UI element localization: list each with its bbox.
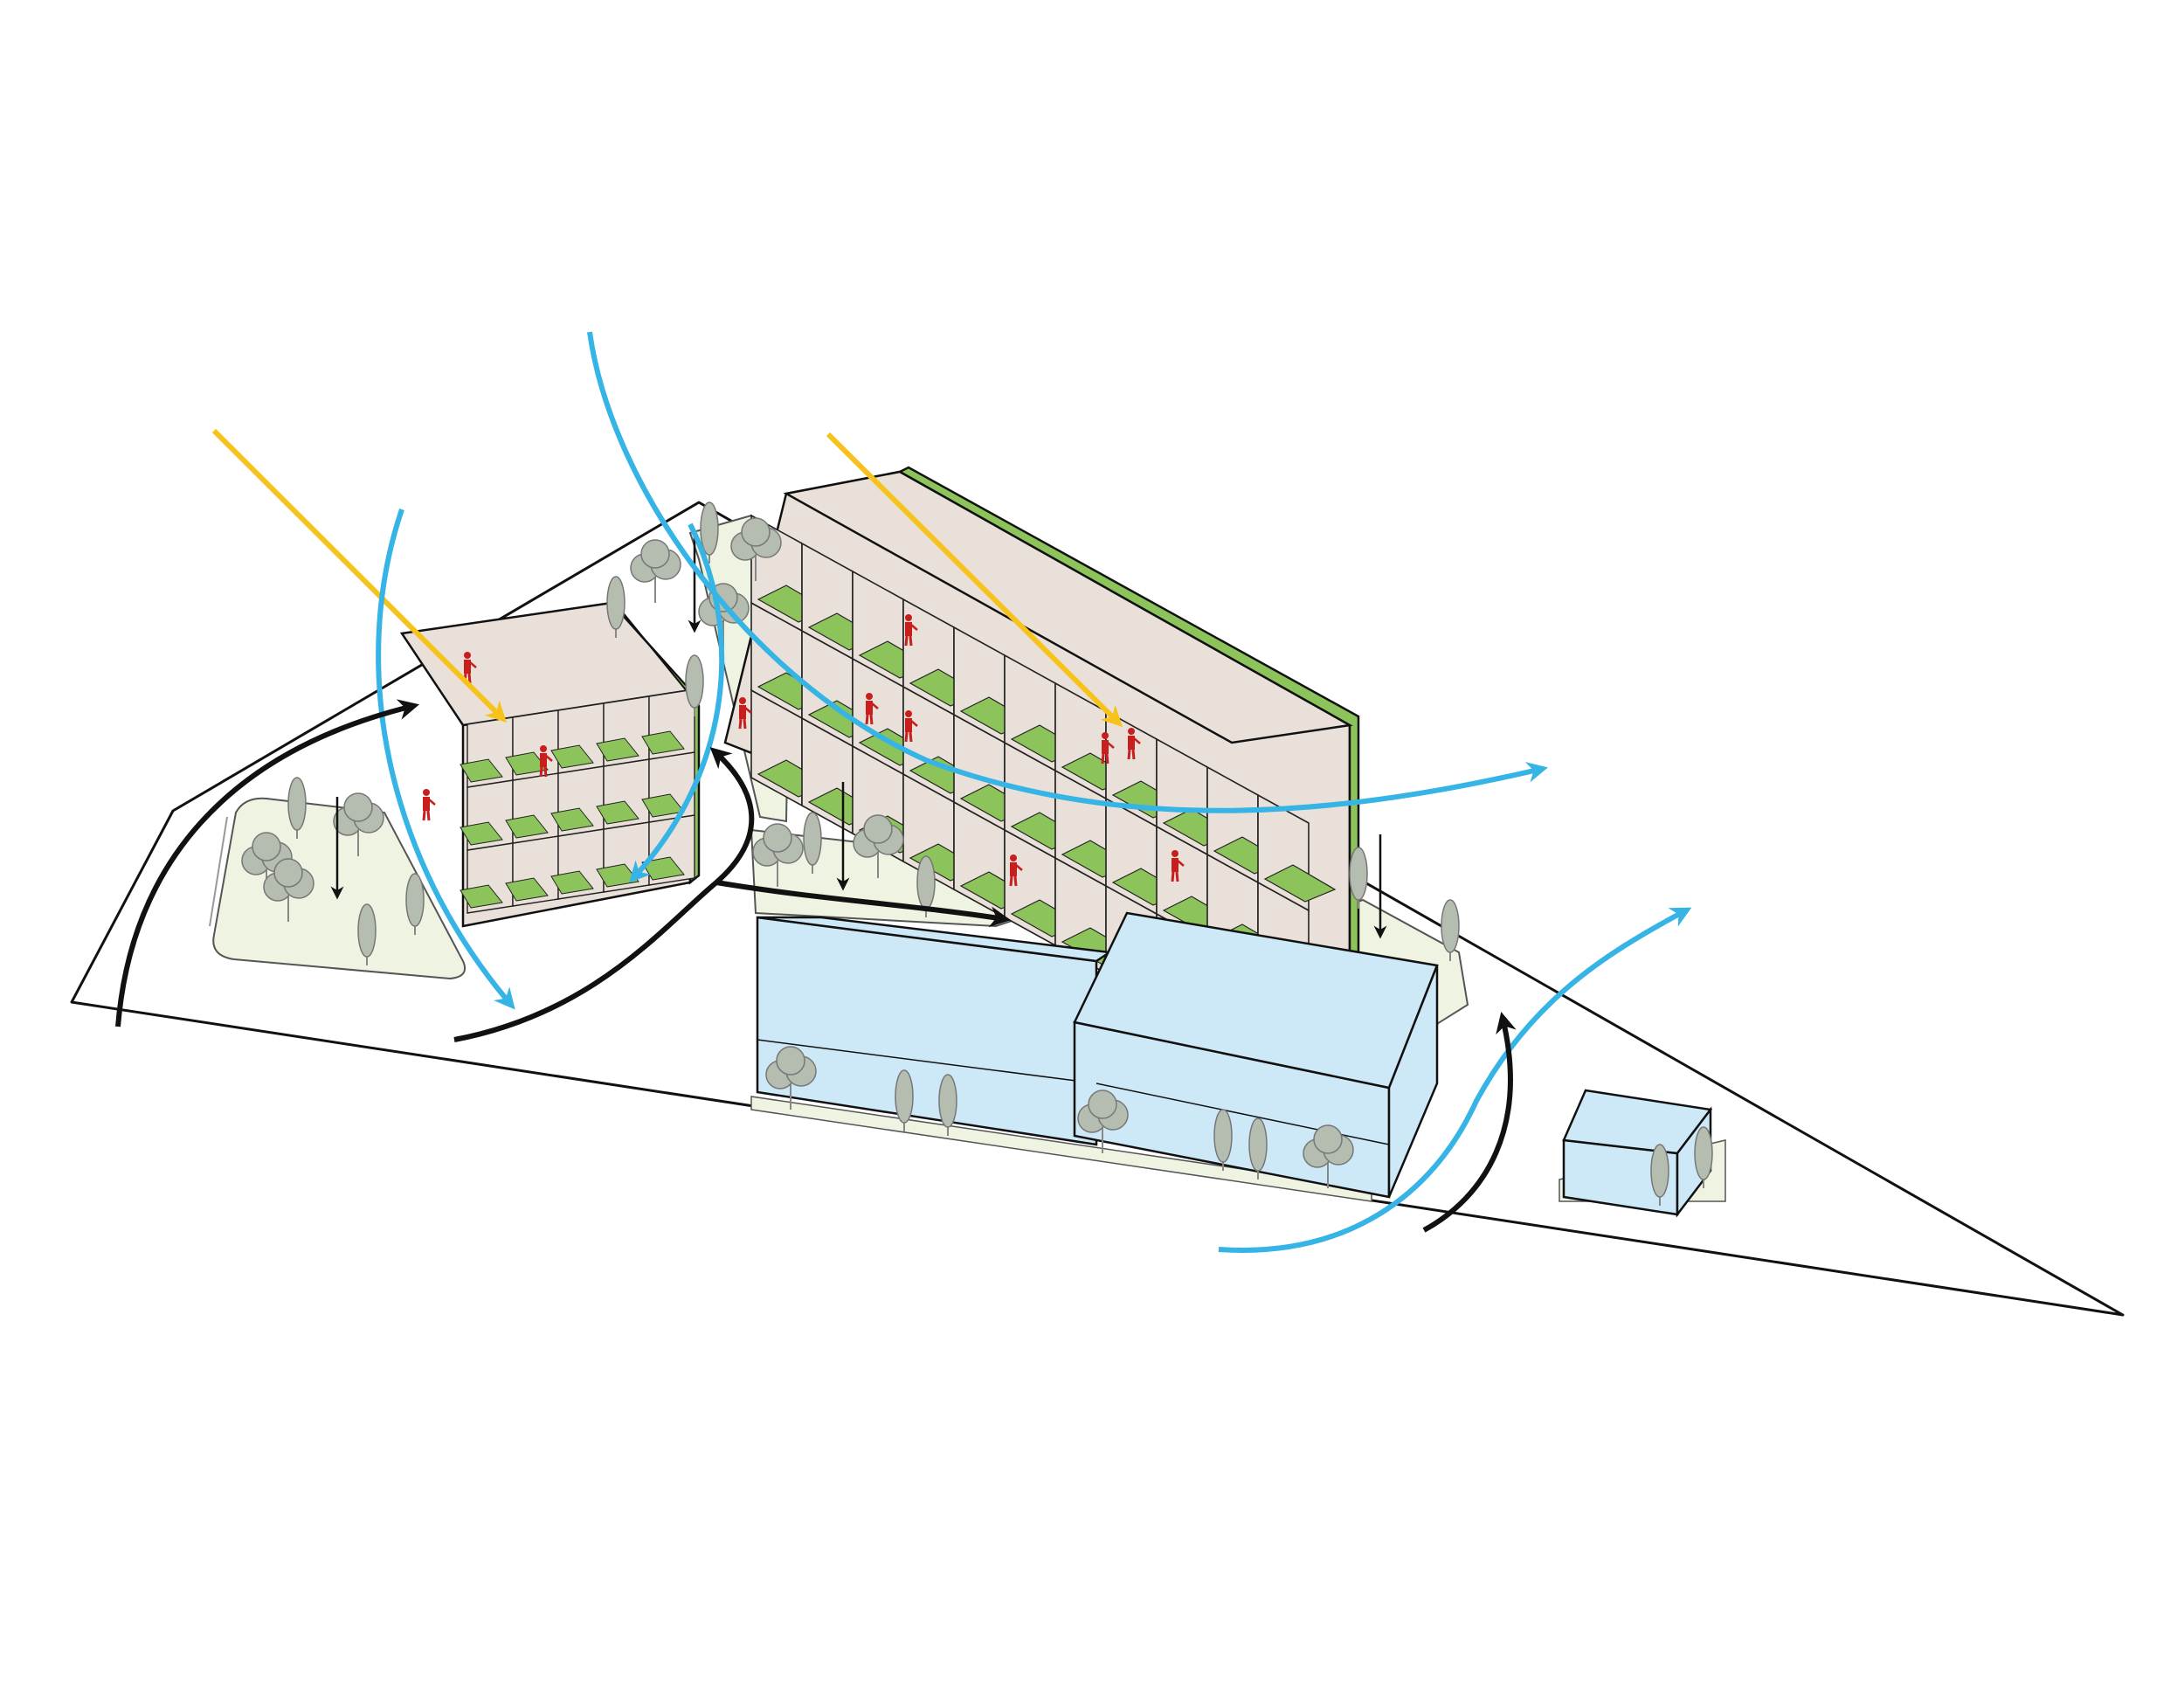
tree-icon: [752, 823, 804, 887]
facade-module: [460, 716, 514, 788]
facade-module: [641, 688, 695, 760]
tree-icon: [700, 502, 719, 564]
tree-icon: [263, 858, 314, 922]
tree-icon: [1213, 1109, 1233, 1171]
tree-icon: [730, 517, 782, 581]
main-building-roof: [783, 470, 1353, 744]
person-icon: [1009, 854, 1023, 887]
tree-icon: [1694, 1126, 1713, 1188]
person-icon: [539, 745, 553, 778]
facade-module: [505, 772, 559, 844]
facade-module: [460, 779, 514, 851]
wind-flow-arrow-icon: [1218, 907, 1692, 1253]
person-icon: [1127, 728, 1141, 760]
left-building-modules: [460, 688, 695, 914]
facade-module: [596, 695, 650, 767]
tree-icon: [853, 814, 904, 878]
circulation-arrow-icon: [453, 747, 755, 1042]
facade-module: [550, 702, 605, 774]
facade-module: [505, 835, 559, 907]
circulation-paths: [115, 699, 1517, 1233]
tree-icon: [1650, 1144, 1669, 1206]
wind-flow-arrow-icon: [587, 331, 1549, 813]
person-icon: [904, 710, 918, 743]
wind-flows: [376, 331, 1692, 1253]
tree-icon: [698, 583, 750, 647]
tree-icon: [333, 792, 384, 856]
circulation-arrow-icon: [1422, 1011, 1517, 1233]
circulation-arrow-icon: [715, 880, 1012, 928]
facade-module: [460, 842, 514, 914]
tree-icon: [1441, 899, 1460, 961]
tree-icon: [1303, 1124, 1354, 1188]
facade-module: [596, 758, 650, 830]
tree-icon: [630, 539, 681, 603]
tree-icon: [1349, 847, 1368, 909]
tree-icon: [1077, 1090, 1129, 1153]
tree-icon: [287, 777, 307, 839]
tree-icon: [916, 855, 936, 917]
sun-rays: [211, 428, 1123, 728]
facade-module: [1257, 793, 1337, 912]
trees: [241, 502, 1713, 1206]
tree-icon: [803, 812, 822, 874]
wind-flow-arrow-icon: [629, 522, 725, 883]
tree-icon: [765, 1046, 817, 1110]
tree-icon: [938, 1074, 957, 1136]
left-building: [399, 601, 701, 928]
glass-pavilion: [1562, 1089, 1713, 1218]
podium-low-roof: [757, 916, 1113, 963]
facade-module: [641, 751, 695, 823]
person-icon: [1171, 850, 1185, 882]
sun-ray-arrow-icon: [211, 428, 508, 723]
tree-icon: [606, 576, 625, 638]
sun-ray-arrow-icon: [826, 432, 1123, 728]
facade-module: [641, 814, 695, 886]
tree-icon: [357, 903, 377, 965]
facade-module: [596, 821, 650, 893]
facade-module: [550, 765, 605, 837]
facade-module: [550, 828, 605, 900]
downward-arrows: [330, 530, 1387, 939]
site-boundary: [70, 501, 2125, 1317]
circulation-arrow-icon: [115, 699, 419, 1027]
people: [422, 614, 1185, 887]
person-icon: [738, 697, 752, 730]
podium-high-side: [1387, 965, 1439, 1198]
facade-module: [505, 709, 559, 781]
person-icon: [904, 614, 918, 647]
tree-icon: [405, 873, 425, 935]
wind-flow-arrow-icon: [376, 508, 515, 1010]
person-icon: [422, 789, 436, 821]
site-outline: [70, 501, 2125, 1317]
tree-icon: [895, 1069, 914, 1131]
tree-icon: [685, 654, 704, 716]
tree-icon: [1248, 1117, 1268, 1180]
person-icon: [865, 693, 879, 725]
person-icon: [1101, 732, 1115, 764]
